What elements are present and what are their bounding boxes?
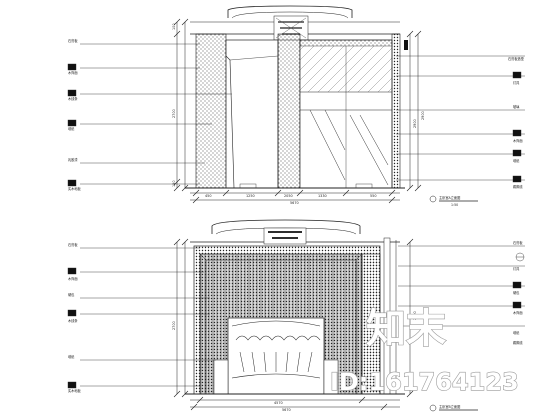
dim-bottom-4: 1330 [318,194,327,198]
dim-bottom-b1: 4570 [274,401,283,405]
watermark: 知末 ID:161764123 [329,305,519,396]
dim-small-1: 100 [172,24,176,30]
dim-total: 5670 [290,201,299,205]
leader-labels-right-top [396,55,525,183]
dim-bottom-2: 1250 [246,194,255,198]
label-right-bottom-5: 墙纸 [513,330,520,335]
label-right-top-5: 墙纸 [513,158,520,163]
dim-bottom-5: 550 [370,194,376,198]
title-block-bottom: 主卧室B立面图 [429,404,478,412]
label-right-top-1: 石膏板造型 [508,56,525,61]
dim-right-2: 2900 [421,111,425,120]
label-right-bottom-4: 木饰面 [513,310,523,315]
watermark-id: ID:161764123 [330,368,519,396]
label-left-top-1: 石膏板 [68,38,78,43]
label-left-bottom-3: 硬包 [68,292,75,297]
label-left-top-6: 实木地板 [68,186,82,191]
label-right-top-6: 踢脚线 [513,184,523,189]
label-left-bottom-4: 木线条 [68,318,78,323]
label-right-bottom-2: 灯具 [513,266,520,271]
chandelier-icon [263,227,307,245]
dim-left-1: 2700 [172,109,176,118]
label-right-bottom-3: 硬包 [513,290,520,295]
label-left-bottom-6: 实木地板 [68,388,82,393]
label-right-bottom-1: 石膏板 [513,240,523,245]
label-left-top-2: 木饰面 [68,70,78,75]
leader-labels-left-bottom [67,247,216,389]
dim-left-bottom: 2700 [172,321,176,330]
title-block-top: 主卧室A立面图 1:50 [429,195,478,207]
leader-labels-right-bottom [398,245,525,327]
label-left-top-3: 木线条 [68,96,78,101]
label-right-top-3: 玻璃 [513,104,520,109]
label-left-bottom-2: 木饰面 [68,276,78,281]
watermark-brand: 知末 [366,306,446,352]
label-left-bottom-1: 石膏板 [68,242,78,247]
label-left-top-5: 乳胶漆 [68,157,78,162]
elevation-top: 2700 100 150 2900 2900 450 1250 2050 133… [67,5,525,207]
bed-icon [213,317,339,395]
dim-right-bottom: 2900 [413,311,417,320]
elevation-bottom: 2700 2900 4570 5670 主卧室B立面图 [67,219,525,412]
label-right-top-4: 木饰面 [513,138,523,143]
label-right-top-2: 灯具 [513,80,520,85]
dim-right-1: 2900 [413,119,417,128]
dim-total-b: 5670 [282,408,291,412]
dim-bottom-1: 450 [205,194,211,198]
dim-small-2: 150 [172,181,176,187]
label-left-bottom-5: 墙纸 [68,354,75,359]
elevation-title-bottom: 主卧室B立面图 [439,404,460,409]
elevation-title-top: 主卧室A立面图 [439,195,460,200]
label-left-top-4: 墙纸 [68,126,75,131]
elevation-scale-top: 1:50 [451,203,458,207]
dim-bottom-3: 2050 [284,194,293,198]
leader-labels-left-top [67,43,232,187]
label-right-bottom-6: 踢脚线 [513,340,523,345]
